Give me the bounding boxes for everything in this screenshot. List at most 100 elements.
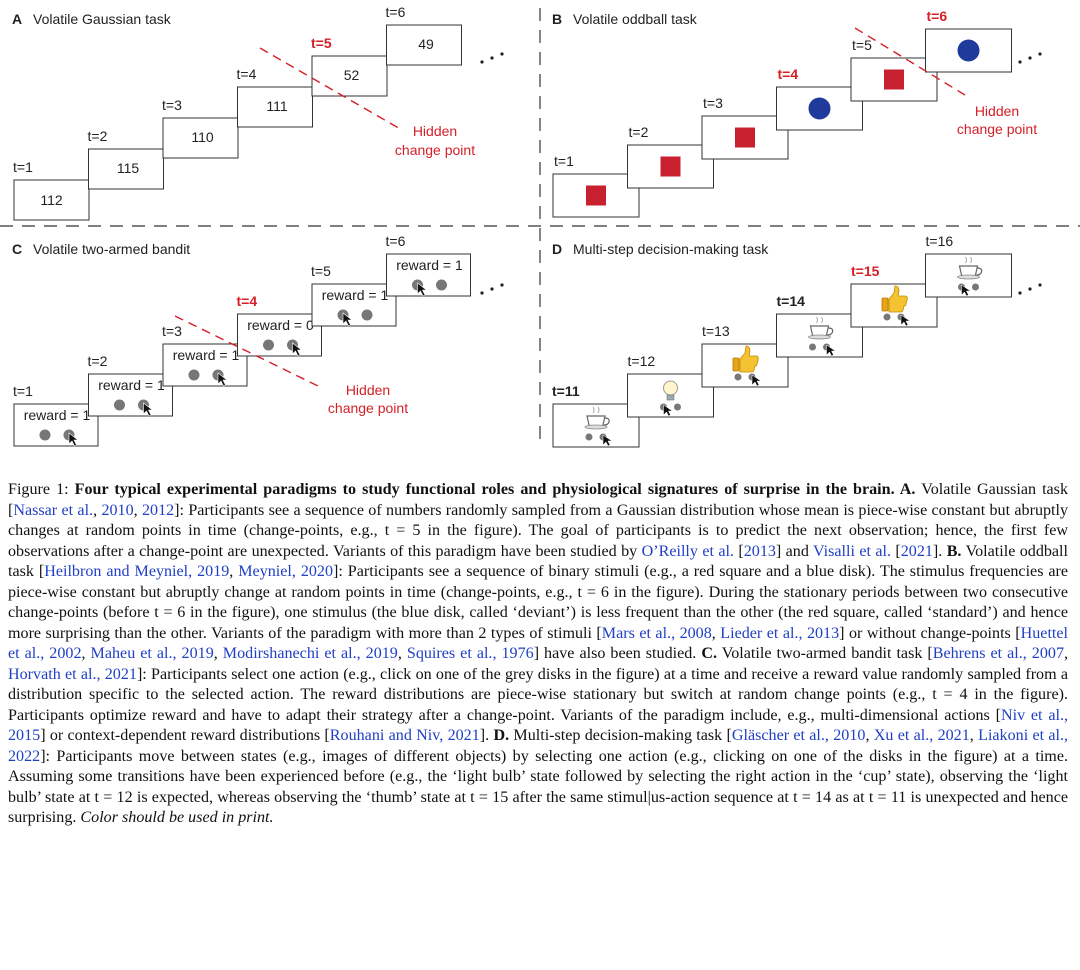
thumbs-up-icon <box>739 345 759 373</box>
panel-d-left-disk <box>734 373 742 381</box>
citation-link[interactable]: Rouhani and Niv, 2021 <box>329 727 480 744</box>
panel-c-change-line <box>174 315 319 387</box>
panel-a-step-box <box>88 148 164 190</box>
caption-note: Color should be used in print. <box>80 809 274 826</box>
caption-text: , <box>711 624 721 642</box>
citation-link[interactable]: Xu et al., 2021 <box>873 727 970 744</box>
panel-c-right-disk <box>436 279 447 291</box>
coffee-cup-icon <box>592 406 600 414</box>
panel-d-cursor-icon <box>961 284 972 297</box>
panel-a-step-label: t=1 <box>13 159 33 175</box>
citation-link[interactable]: Lieder et al., 2013 <box>720 624 840 642</box>
coffee-cup-icon <box>603 417 610 426</box>
panel-c-step-label: t=3 <box>162 323 182 339</box>
panel-c-title: Volatile two-armed bandit <box>33 241 190 257</box>
caption-text: ]: Participants see a sequence of binary… <box>8 563 1069 642</box>
panel-c-step-box <box>162 343 248 387</box>
panel-c-step-box <box>237 313 322 357</box>
citation-link[interactable]: Mars et al., 2008 <box>601 624 712 642</box>
citation-link[interactable]: Liakoni et al., 2022 <box>8 727 1069 765</box>
citation-link[interactable]: Huettel et al., 2002 <box>8 624 1069 663</box>
panel-c-letter: C <box>12 241 22 257</box>
panel-c-step-label: t=1 <box>13 383 33 399</box>
citation-link[interactable]: Niv et al., 2015 <box>8 706 1068 745</box>
thumbs-up-icon <box>888 285 908 313</box>
panel-c-left-disk <box>263 339 274 351</box>
coffee-cup-icon <box>976 267 983 276</box>
caption-text: , <box>133 501 142 519</box>
panel-d-title: Multi-step decision-making task <box>573 241 769 257</box>
caption-text: , <box>969 727 979 744</box>
caption-text: ] or context-dependent reward distributi… <box>40 727 330 744</box>
citation-link[interactable]: O’Reilly et al. <box>641 542 734 560</box>
coffee-cup-icon <box>584 424 608 430</box>
panel-b-letter: B <box>552 11 562 27</box>
panel-d-left-disk <box>809 343 816 351</box>
coffee-cup-icon <box>808 334 831 340</box>
panel-c-change-label: change point <box>328 400 408 416</box>
panel-c-reward-text: reward = 1 <box>322 287 389 303</box>
panel-c-reward-text: reward = 0 <box>247 317 314 333</box>
panel-a-value: 110 <box>191 129 214 145</box>
citation-link[interactable]: Squires et al., 1976 <box>406 645 534 662</box>
caption-text: [ <box>733 542 744 560</box>
panel-c-cursor-icon <box>143 402 154 417</box>
panel-c-ellipsis <box>480 291 484 295</box>
panel-c-step-box <box>13 403 99 447</box>
figure-caption: Figure 1: Four typical experimental para… <box>8 480 1068 829</box>
citation-link[interactable]: Behrens et al., 2007 <box>932 645 1064 662</box>
panel-letter: D. <box>489 727 510 744</box>
panel-c-ellipsis <box>490 287 494 291</box>
panel-d-letter: D <box>552 241 562 257</box>
citation-link[interactable]: 2013 <box>743 542 776 560</box>
panel-d-cursor-icon <box>602 434 613 447</box>
coffee-cup-icon <box>816 316 823 324</box>
citation-link[interactable]: 2012 <box>141 501 175 519</box>
caption-text: , <box>93 501 102 519</box>
caption-text: , <box>397 645 407 662</box>
panel-b-red-square <box>586 185 606 206</box>
panel-a-ellipsis <box>480 60 484 64</box>
citation-link[interactable]: Meyniel, 2020 <box>238 563 334 580</box>
caption-text: , <box>1064 645 1069 662</box>
panel-d-right-disk <box>972 283 979 291</box>
panel-a-step-label: t=5 <box>311 35 332 51</box>
citation-link[interactable]: Horvath et al., 2021 <box>8 665 137 683</box>
caption-text: ] have also been studied. <box>533 645 697 662</box>
citation-link[interactable]: Visalli et al. <box>813 542 891 560</box>
panel-d-step-label: t=12 <box>628 353 656 369</box>
panel-a-title: Volatile Gaussian task <box>33 11 172 27</box>
citation-link[interactable]: Modirshanechi et al., 2019 <box>222 645 398 662</box>
panel-d-cursor-icon <box>826 344 837 357</box>
panel-b-step-label: t=2 <box>629 124 649 140</box>
panel-a-step-label: t=4 <box>237 66 257 82</box>
panel-d-ellipsis <box>1028 287 1032 291</box>
panel-c-right-disk <box>361 309 373 321</box>
panel-b-red-square <box>660 156 681 177</box>
citation-link[interactable]: Heilbron and Meyniel, 2019 <box>44 563 230 580</box>
panel-c-cursor-icon <box>217 372 228 387</box>
panel-d-step-label: t=16 <box>926 233 954 249</box>
panel-c-step-label: t=5 <box>311 263 331 279</box>
caption-text: , <box>81 645 91 662</box>
panel-a-step-box <box>162 117 239 159</box>
citation-link[interactable]: Nassar et al. <box>13 501 94 519</box>
panel-d-cursor-icon <box>900 314 911 327</box>
panel-b-blue-disk <box>957 39 980 62</box>
citation-link[interactable]: Maheu et al., 2019 <box>90 645 214 662</box>
panel-b-step-label: t=5 <box>852 37 872 53</box>
caption-text: Multi-step decision-making task [ <box>509 727 732 744</box>
caption-text: ]. <box>932 542 943 560</box>
panel-a-step-label: t=3 <box>162 97 182 113</box>
panel-letter: A. <box>894 481 916 498</box>
panel-a-value: 49 <box>418 36 434 52</box>
caption-text: ] and <box>775 542 813 560</box>
citation-link[interactable]: 2010 <box>101 501 134 519</box>
panel-c-cursor-icon <box>292 342 303 357</box>
citation-link[interactable]: 2021 <box>900 542 933 560</box>
panel-d-step-label: t=15 <box>851 263 880 279</box>
panel-c-left-disk <box>114 399 125 411</box>
panel-b-title: Volatile oddball task <box>573 11 698 27</box>
panel-a-value: 111 <box>266 98 287 114</box>
citation-link[interactable]: Gläscher et al., 2010 <box>731 727 866 744</box>
